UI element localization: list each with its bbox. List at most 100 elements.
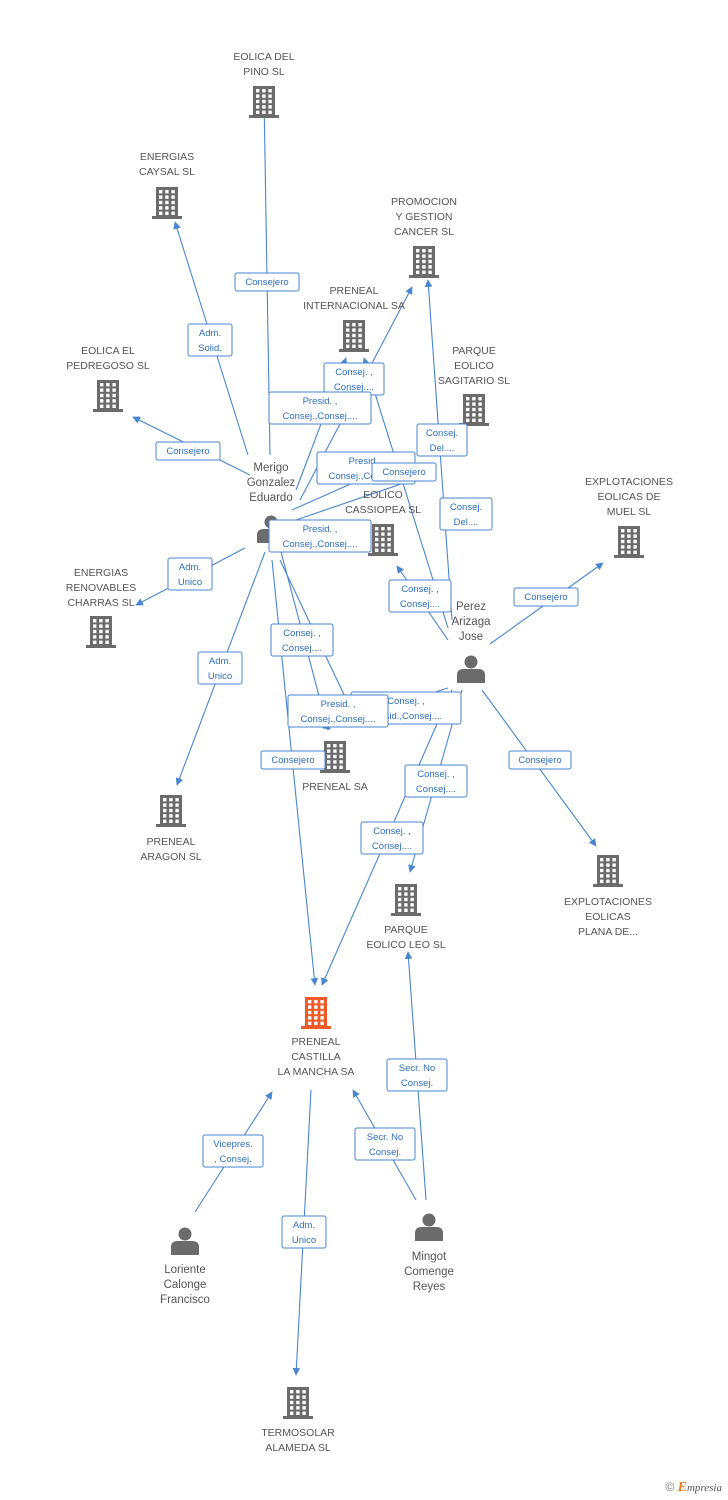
edge-label-e17[interactable]: Presid. ,Consej.,Consej.... [287,694,389,728]
node-label-line: EOLICAS DE [597,491,660,503]
building-icon [301,997,331,1029]
node-label-line: EOLICA DEL [233,51,294,63]
edge-label-box [197,651,243,685]
edge-label-e5[interactable]: Presid. ,Consej.,Consej.... [268,391,372,425]
edge-label-box [416,423,468,457]
person-icon [171,1227,199,1255]
edge-label-box [281,1215,327,1249]
edge-label-box [155,441,221,461]
edge-label-text: Consej.,Consej.... [329,471,404,482]
edge-label-e12[interactable]: Consej. ,Consej.... [388,579,452,613]
node-label-line: PRENEAL SA [302,781,368,793]
edge-label-e14[interactable]: Consej. ,Consej.... [270,623,334,657]
node-label-line: CAYSAL SL [139,166,195,178]
edge-label-text: Consej. , [283,628,321,639]
edge-label-box [371,462,437,482]
edge-label-box [260,750,326,770]
edge-label-e10[interactable]: Presid. ,Consej.,Consej.... [268,519,372,553]
node-label-line: PARQUE [384,924,428,936]
node-label-line: EOLICO [363,489,403,501]
edge-label-e21[interactable]: Consej. ,Consej.... [360,821,424,855]
edge-label-text: Consejero [166,446,209,457]
node-energias_caysal[interactable]: ENERGIAS CAYSAL SL [139,151,195,219]
footer-brand: © Empresia [665,1480,722,1496]
edge-label-e2[interactable]: Adm.Solid. [187,323,233,357]
edge-label-e9[interactable]: Consej.Del.... [439,497,493,531]
building-icon [339,320,369,352]
node-parque_leo[interactable]: PARQUE EOLICO LEO SL [366,884,446,951]
edge-label-box [268,519,372,553]
node-label-line: PROMOCION [391,196,457,208]
edge-label-e8[interactable]: Consej.Del.... [416,423,468,457]
node-label-line: CHARRAS SL [67,597,134,609]
edge-label-text: Unico [292,1235,316,1246]
edge-label-text: Consej.,Consej.... [283,411,358,422]
node-label-line: Gonzalez [247,477,296,489]
node-label-line: EXPLOTACIONES [585,476,673,488]
building-icon [614,526,644,558]
edge-label-text: Presid. , [321,699,356,710]
edge-label-e25[interactable]: Adm.Unico [281,1215,327,1249]
edge-label-text: Adm. [209,656,231,667]
edge-label-box [202,1134,264,1168]
building-icon [593,855,623,887]
edge-label-text: Consejero [245,277,288,288]
edge-label-box [167,557,213,591]
edge-label-text: Consej.... [372,841,412,852]
edge-label-text: Unico [178,577,202,588]
edge-label-text: Del.... [454,517,479,528]
node-label-line: CASTILLA [291,1051,341,1063]
edge-label-e1[interactable]: Consejero [234,272,300,292]
edge-label-box [187,323,233,357]
copyright-symbol: © [665,1480,675,1494]
edge-label-e19[interactable]: Consejero [508,750,572,770]
edge-label-text: Presid. , [349,456,384,467]
edge-label-e15[interactable]: Adm.Unico [197,651,243,685]
edge-label-e24[interactable]: Vicepres., Consej. [202,1134,264,1168]
edge-label-e11[interactable]: Adm.Unico [167,557,213,591]
building-icon [86,616,116,648]
edge-label-e13[interactable]: Consejero [513,587,579,607]
node-label-line: EOLICA EL [81,345,135,357]
edge-label-text: Consej. , [401,584,439,595]
brand-logo[interactable]: Empresia [677,1480,722,1495]
edge-label-text: Consejero [271,755,314,766]
building-icon [368,524,398,556]
edge-label-e20[interactable]: Consej. ,Consej.... [404,764,468,798]
edge-label-e7[interactable]: Consejero [371,462,437,482]
node-label-line: Perez [456,601,486,613]
node-label-line: Calonge [164,1279,207,1291]
edge-label-text: Consej. [369,1147,401,1158]
edge-label-text: Consejero [382,467,425,478]
edge-label-text: Consej. , [387,696,425,707]
edge-label-e3[interactable]: Consejero [155,441,221,461]
edge-label-e18[interactable]: Consejero [260,750,326,770]
edge-label-text: Vicepres. [213,1139,252,1150]
node-preneal_sa[interactable]: PRENEAL SA [302,741,368,793]
edge-label-text: Consej.... [334,382,374,393]
edge-label-e4[interactable]: Consej. ,Consej.... [323,362,385,396]
edge-label-box [268,391,372,425]
edge-label-text: Consej. , [417,769,455,780]
node-label-line: EOLICO LEO SL [366,939,446,951]
node-label-line: ENERGIAS [140,151,194,163]
